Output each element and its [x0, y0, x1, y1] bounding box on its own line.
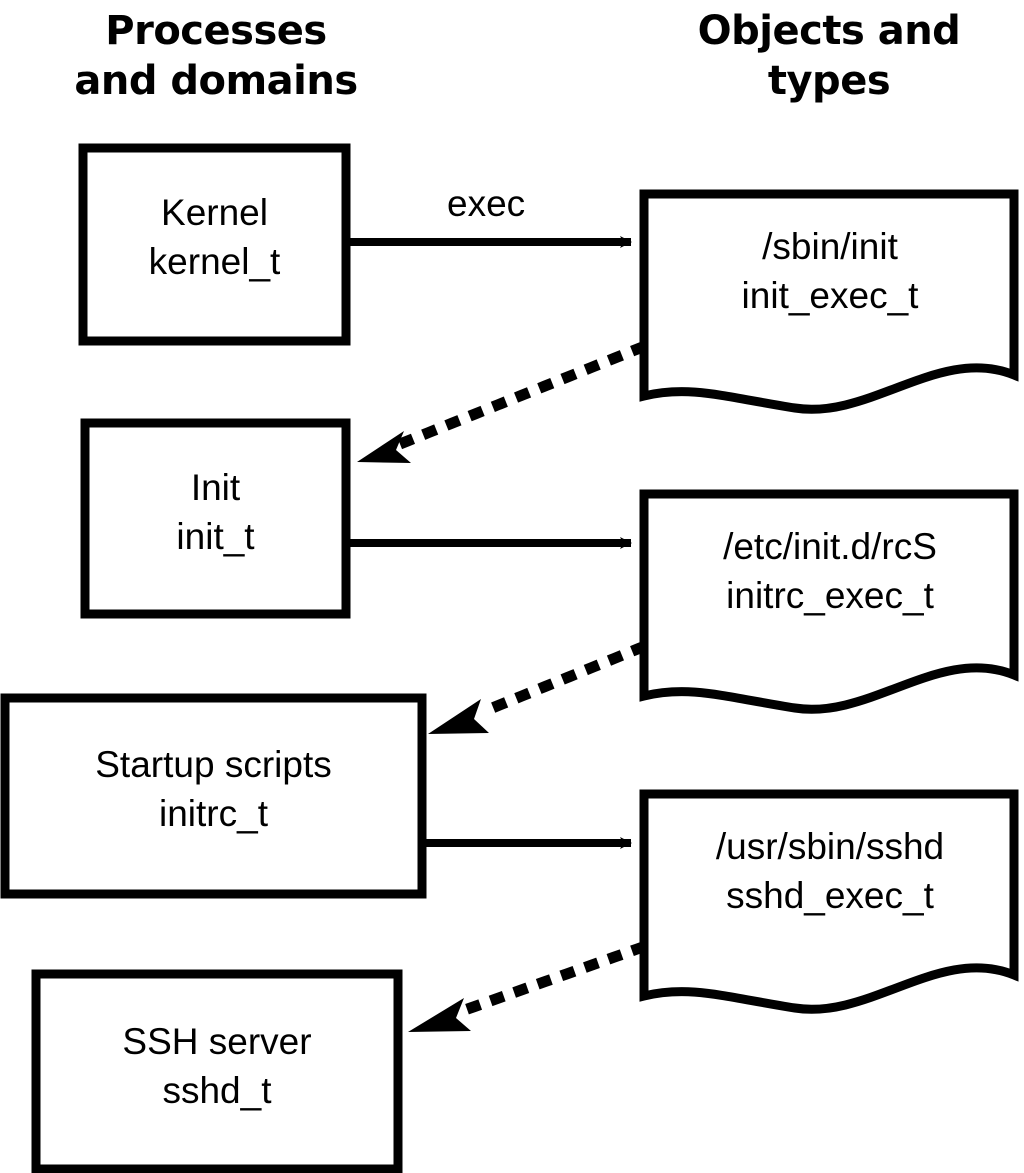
column-header-objects: Objects and types [640, 6, 1018, 106]
connector-transition-init-exec-to-init [357, 340, 648, 463]
column-header-processes-line1: Processes [105, 8, 327, 54]
column-header-processes: Processes and domains [18, 6, 414, 106]
process-box-init[interactable] [80, 418, 351, 619]
object-doc-initrc-exec[interactable] [639, 489, 1019, 714]
process-box-initrc[interactable] [0, 693, 427, 899]
connector-transition-sshd-exec-to-sshd [408, 940, 648, 1032]
process-box-kernel[interactable] [78, 143, 351, 346]
object-doc-sshd-exec[interactable] [639, 789, 1019, 1014]
process-box-sshd[interactable] [31, 969, 403, 1173]
object-doc-init-exec[interactable] [639, 189, 1019, 414]
column-header-objects-line2: types [767, 58, 891, 104]
column-header-processes-line2: and domains [74, 58, 358, 104]
connector-transition-initrc-exec-to-initrc [428, 640, 648, 734]
edge-label-exec: exec [447, 183, 526, 224]
column-header-objects-line1: Objects and [697, 8, 961, 54]
